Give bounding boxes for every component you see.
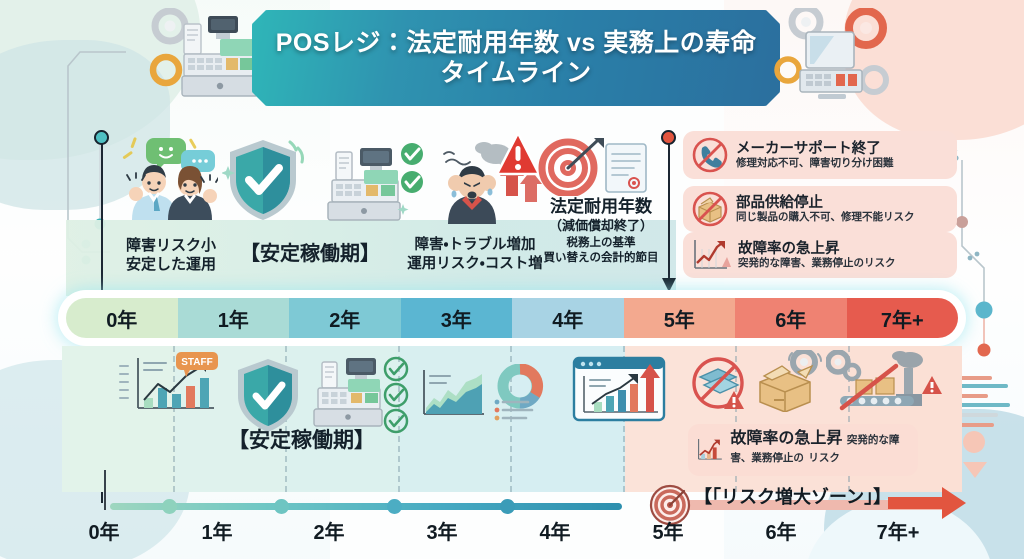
risk-card-0-subtitle: 修理対応不可、障害切り分け困難 [736, 156, 894, 169]
legal-life-card: 法定耐用年数 （減価償却終了） 税務上の基準 買い替えの会計的節目 [528, 196, 674, 266]
axis-line [110, 503, 622, 510]
timeline-segment-2-label: 2年 [329, 309, 361, 332]
broken-box-gear-icon [759, 350, 822, 412]
axis-label-2: 2年 [313, 522, 345, 544]
upper-label-2-line-0: 障害・トラブル増加 [414, 237, 536, 253]
risk-card-2-subtitle: 突発的な障害、業務停止のリスク [738, 256, 896, 269]
timeline-bar-container: 0年 1年 2年 3年 4年 5年 6年 7年+ [62, 294, 962, 342]
lower-stable-label: 【安定稼働期】 [228, 429, 375, 452]
upper-label-1-line-0: 【安定稼働期】 [240, 243, 380, 265]
donut-chart-icon [494, 364, 544, 421]
axis-label-7: 7年+ [876, 522, 920, 544]
target-document-icon [538, 138, 647, 196]
legal-life-note-1: 税務上の基準 [566, 237, 636, 250]
timeline-segment-4[interactable]: 4年 [512, 298, 624, 338]
lower-cell-3 [399, 346, 512, 492]
stable-period-band [66, 220, 676, 296]
axis-tick-origin [104, 470, 106, 510]
svg-text:STAFF: STAFF [181, 357, 212, 368]
risk-card-failure-rate-lower[interactable]: 故障率の急上昇 突発的な障害、業務停止の リスク [688, 424, 918, 476]
upper-label-group-1: 【安定稼働期】 [228, 242, 392, 268]
timeline-segment-7[interactable]: 7年+ [846, 298, 958, 338]
upper-label-group-2: 障害・トラブル増加 運用リスク・コスト増 [404, 236, 546, 273]
axis-node-2year [274, 499, 289, 514]
timeline-segment-1[interactable]: 1年 [177, 298, 289, 338]
timeline-segment-7-label: 7年+ [880, 309, 924, 332]
timeline-segment-6[interactable]: 6年 [735, 298, 847, 338]
legal-life-subtitle: （減価償却終了） [548, 217, 653, 233]
timeline-segment-5[interactable]: 5年 [623, 298, 735, 338]
axis-node-4year [500, 499, 515, 514]
failure-rate-chart-icon [698, 439, 722, 460]
timeline-bar[interactable]: 0年 1年 2年 3年 4年 5年 6年 7年+ [66, 298, 958, 338]
page-title: POSレジ：法定耐用年数 vs 実務上の寿命 タイムライン [276, 28, 757, 89]
risk-card-lower-subtitle-0: 突発的な障害、業務停止の [730, 434, 900, 464]
shield-check-icon [222, 140, 304, 220]
risk-zone-bar [668, 500, 948, 510]
shield-check-icon [238, 359, 298, 432]
title-line-1: POSレジ：法定耐用年数 vs 実務上の寿命 [275, 28, 757, 57]
timeline-segment-5-label: 5年 [663, 309, 695, 332]
timeline-segment-3[interactable]: 3年 [400, 298, 512, 338]
happy-staff-icon [122, 137, 218, 220]
cash-register-icon [327, 148, 401, 221]
timeline-segment-1-label: 1年 [217, 309, 249, 332]
green-checks-icon [383, 356, 409, 434]
risk-card-1-title: 部品供給停止 [736, 194, 823, 211]
no-money-icon [692, 357, 744, 409]
risk-card-lower-title: 故障率の急上昇 [730, 430, 843, 447]
axis-node-3year [387, 499, 402, 514]
arrow-down-icon [662, 278, 676, 292]
axis-label-0: 0年 [88, 522, 120, 544]
factory-conveyor-stop-icon [826, 350, 942, 411]
marker-dot-5years [661, 130, 676, 145]
marker-dot-0years [94, 130, 109, 145]
risk-card-parts-stop[interactable]: 部品供給停止 同じ製品の購入不可、修理不能リスク [683, 186, 957, 232]
timeline-segment-3-label: 3年 [440, 309, 472, 332]
risk-card-failure-rate[interactable]: 故障率の急上昇 突発的な障害、業務停止のリスク [683, 232, 957, 278]
line-chart-icon [423, 370, 484, 415]
decor-shapes-right [963, 431, 987, 478]
risk-card-support-end[interactable]: メーカーサポート終了 修理対応不可、障害切り分け困難 [683, 131, 957, 179]
axis-label-4: 4年 [539, 522, 571, 544]
no-phone-support-icon [692, 137, 728, 173]
target-icon [649, 484, 691, 526]
failure-rate-chart-icon [694, 240, 731, 269]
no-parts-box-icon [692, 191, 728, 227]
upper-label-group-0: 障害リスク小 安定した運用 [114, 236, 228, 274]
risk-card-1-subtitle: 同じ製品の購入不可、修理不能リスク [736, 210, 915, 223]
upper-label-0-line-0: 障害リスク小 [125, 237, 216, 254]
timeline-segment-6-label: 6年 [775, 309, 807, 332]
title-line-2: タイムライン [440, 59, 592, 87]
bar-chart-staff-icon: STAFF [119, 352, 218, 409]
axis-label-3: 3年 [426, 522, 458, 544]
risk-card-2-title: 故障率の急上昇 [738, 240, 840, 257]
upper-label-2-line-1: 運用リスク・コスト増 [407, 255, 543, 272]
axis-label-6: 6年 [765, 522, 797, 544]
title-banner: POSレジ：法定耐用年数 vs 実務上の寿命 タイムライン [252, 10, 780, 106]
upper-label-0-line-1: 安定した運用 [125, 256, 216, 274]
background-blob [0, 40, 170, 210]
timeline-segment-0-label: 0年 [106, 309, 138, 332]
axis-node-1year [162, 499, 177, 514]
timeline-segment-4-label: 4年 [552, 309, 584, 332]
timeline-segment-2[interactable]: 2年 [289, 298, 401, 338]
right-arrow-icon [888, 487, 966, 519]
marker-line-5years-top [668, 138, 670, 286]
pos-register-icon [149, 8, 259, 97]
risk-card-lower-subtitle-1: リスク [808, 452, 840, 464]
cash-register-icon [313, 358, 383, 427]
risk-zone-label: 【「リスク増大ゾーン」】 [694, 487, 892, 507]
checkmarks-icon [397, 143, 423, 215]
axis-label-1: 1年 [201, 522, 233, 544]
legal-life-note-2: 買い替えの会計的節目 [543, 252, 659, 265]
axis-label-5: 5年 [652, 522, 684, 544]
growth-dashboard-icon [572, 356, 666, 422]
risk-card-0-title: メーカーサポート終了 [736, 140, 881, 157]
timeline-segment-0[interactable]: 0年 [66, 298, 178, 338]
legal-life-title: 法定耐用年数 [550, 197, 652, 216]
warning-triangle-icon [496, 131, 540, 176]
laptop-gears-icon [774, 8, 889, 99]
